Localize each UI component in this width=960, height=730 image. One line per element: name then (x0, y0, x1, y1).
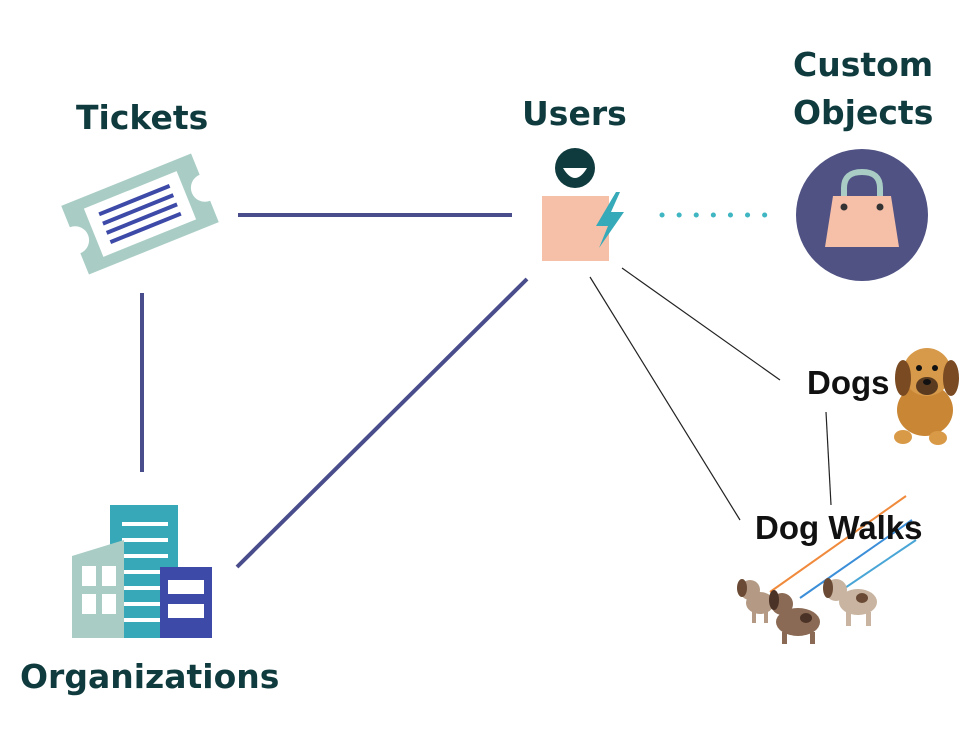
connector-organizations-users (235, 277, 529, 569)
shopping-bag-icon (796, 149, 928, 281)
users-label: Users (522, 94, 627, 133)
organizations-label: Organizations (20, 657, 280, 696)
ticket-icon (61, 153, 219, 275)
walking-dogs-icon (737, 495, 917, 644)
tickets-label: Tickets (76, 98, 209, 137)
building-icon (72, 505, 212, 638)
dogs-label: Dogs (807, 364, 890, 401)
custom-objects-label-line2: Objects (793, 93, 934, 132)
user-icon (542, 148, 624, 261)
connector-dogs-dog-walks (825, 411, 832, 506)
custom-objects-label-line1: Custom (793, 45, 934, 84)
connector-users-dog-walks (589, 276, 741, 521)
puppy-icon (894, 348, 959, 445)
dog-walks-label: Dog Walks (755, 509, 923, 546)
connector-users-dogs (621, 267, 781, 381)
